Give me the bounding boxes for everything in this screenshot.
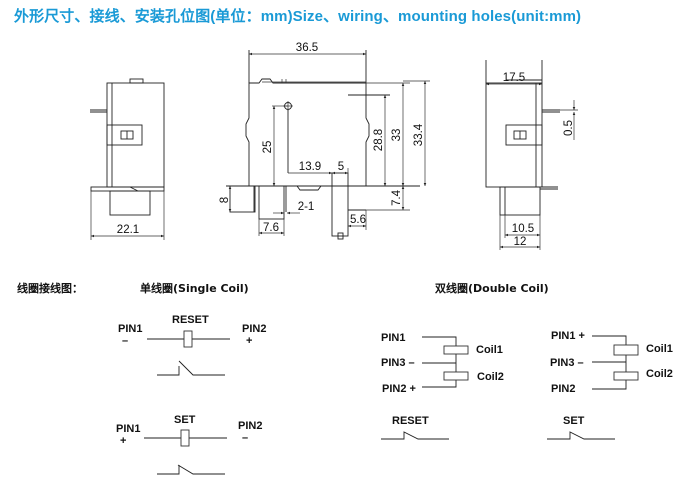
dim-width-36-5: 36.5 [249,42,366,56]
switch-symbol [157,464,225,475]
pin2-sign: + [246,335,252,347]
pin2-label: PIN2 + [382,383,416,395]
dim-label: 13.9 [299,161,321,173]
double-coil-reset-diagram: PIN1 PIN3 – PIN2 + Coil1 Coil2 RESET [381,332,504,440]
set-label: SET [174,414,196,426]
side-right-body [485,60,560,216]
switch-label: SET [563,415,585,427]
side-view-right: 17.5 0.5 10.5 12 [485,60,578,250]
dim-pin-height-25: 25 [262,105,288,186]
dim-label: 8 [219,197,231,203]
switch-symbol [157,360,225,376]
coil2-label: Coil2 [646,368,673,380]
dim-label: 25 [262,141,274,154]
side-left-body [90,78,165,216]
side-view-left: 22.1 [90,78,165,240]
pin2-label: PIN2 [238,420,262,432]
coil2-symbol [613,371,639,381]
pin3-label: PIN3 – [381,357,415,369]
switch-symbol [381,431,449,440]
dim-body-height-33: 33 [366,82,410,186]
dim-pin-length-7-4: 7.4 [366,186,410,211]
dim-label: 7.4 [391,189,403,206]
coil1-label: Coil1 [646,343,673,355]
double-coil-title: 双线圈(Double Coil) [435,281,549,295]
dim-label: 0.5 [563,120,575,136]
dim-pin-spacing-5: 5 [332,161,349,175]
coil1-symbol [443,345,469,355]
front-view: 36.5 25 28.8 33 33.4 13.9 5 [219,42,430,240]
dim-label: 10.5 [512,223,534,235]
pin1-label: PIN1 [118,323,142,335]
dim-label: 33 [391,129,403,142]
dim-inner-height-28-8: 28.8 [373,95,387,186]
dim-label: 36.5 [296,42,318,54]
single-coil-reset-diagram: RESET PIN1 – PIN2 + [118,314,266,376]
dim-label: 5 [338,161,344,173]
dim-pin-pitch-7-6: 7.6 [258,219,285,236]
front-body-outline [226,50,420,240]
single-coil-title: 单线圈(Single Coil) [140,281,249,295]
switch-symbol [547,431,615,440]
coil2-symbol [443,371,469,381]
dim-width-22-1: 22.1 [90,191,165,240]
page-title: 外形尺寸、接线、安装孔位图(单位：mm)Size、wiring、mounting… [14,8,582,25]
dim-label: 12 [514,236,527,248]
single-coil-set-diagram: SET PIN1 + PIN2 – [116,414,262,475]
pin2-sign: – [242,432,248,444]
coil1-label: Coil1 [476,344,503,356]
coil-symbol [183,330,193,348]
dim-label: 5.6 [350,214,366,226]
pin2-label: PIN2 [551,383,575,395]
dim-pin-offset-13-9: 13.9 [288,161,332,175]
dim-total-height-33-4: 33.4 [403,80,430,186]
coil-symbol [180,429,190,447]
pin1-label: PIN1 + [551,330,585,342]
dim-pin-edge-5-6: 5.6 [348,210,367,230]
coil2-label: Coil2 [477,371,504,383]
dim-label: 7.6 [263,222,279,234]
dim-label: 17.5 [503,72,525,84]
dim-depth-17-5: 17.5 [486,72,542,86]
dim-base-12: 12 [499,215,540,250]
reset-label: RESET [172,314,209,326]
dim-label: 22.1 [117,224,139,236]
pin3-label: PIN3 – [550,357,584,369]
pin1-sign: – [122,335,128,347]
dim-base-height-8: 8 [219,186,232,212]
pin1-label: PIN1 [116,423,140,435]
dim-pin-thickness-0-5: 0.5 [560,100,578,140]
pin1-label: PIN1 [381,332,405,344]
dim-label: 28.8 [373,129,385,151]
dim-label: 2-1 [298,201,315,213]
dim-pin-width-2-1: 2-1 [273,201,315,215]
double-coil-set-diagram: PIN1 + PIN3 – PIN2 Coil1 Coil2 SET [547,330,673,440]
dim-base-10-5: 10.5 [504,215,541,250]
switch-label: RESET [392,415,429,427]
pin2-label: PIN2 [242,323,266,335]
pin1-sign: + [120,435,126,447]
wiring-section-label: 线圈接线图： [17,281,83,295]
dim-label: 33.4 [413,123,425,146]
coil1-symbol [613,344,639,356]
